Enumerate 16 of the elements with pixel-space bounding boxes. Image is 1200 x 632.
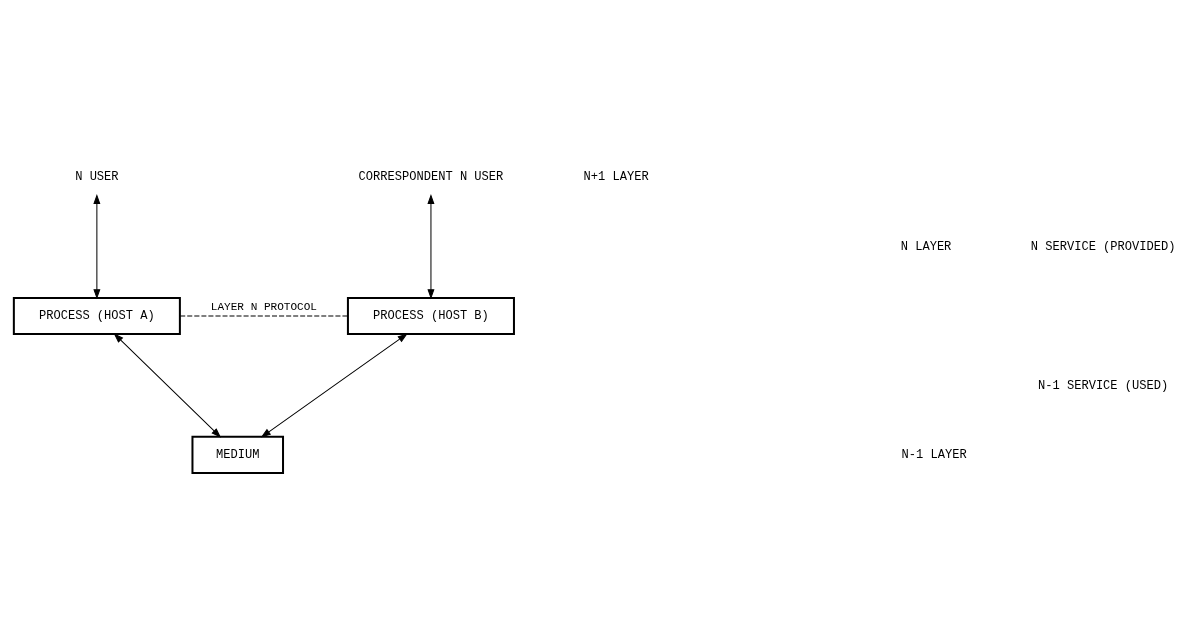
- label: N-1 SERVICE (USED): [1037, 378, 1168, 393]
- arrow: [426, 193, 434, 300]
- label: N SERVICE (PROVIDED): [1030, 239, 1176, 254]
- label: N+1 LAYER: [583, 170, 649, 185]
- node-box: PROCESS (HOST B): [346, 296, 515, 336]
- label: N LAYER: [900, 239, 951, 254]
- node-text: CORRESPONDENT N USER: [358, 170, 503, 185]
- label: N-1 LAYER: [900, 447, 967, 462]
- edge-label: LAYER N PROTOCOL: [210, 300, 317, 313]
- node-text: N USER: [74, 170, 119, 185]
- arrow: [260, 333, 408, 438]
- node-box: MEDIUM: [190, 435, 284, 474]
- node-box: PROCESS (HOST A): [12, 296, 181, 336]
- arrow: [92, 193, 100, 300]
- arrow: [113, 333, 221, 438]
- connector: [179, 315, 348, 317]
